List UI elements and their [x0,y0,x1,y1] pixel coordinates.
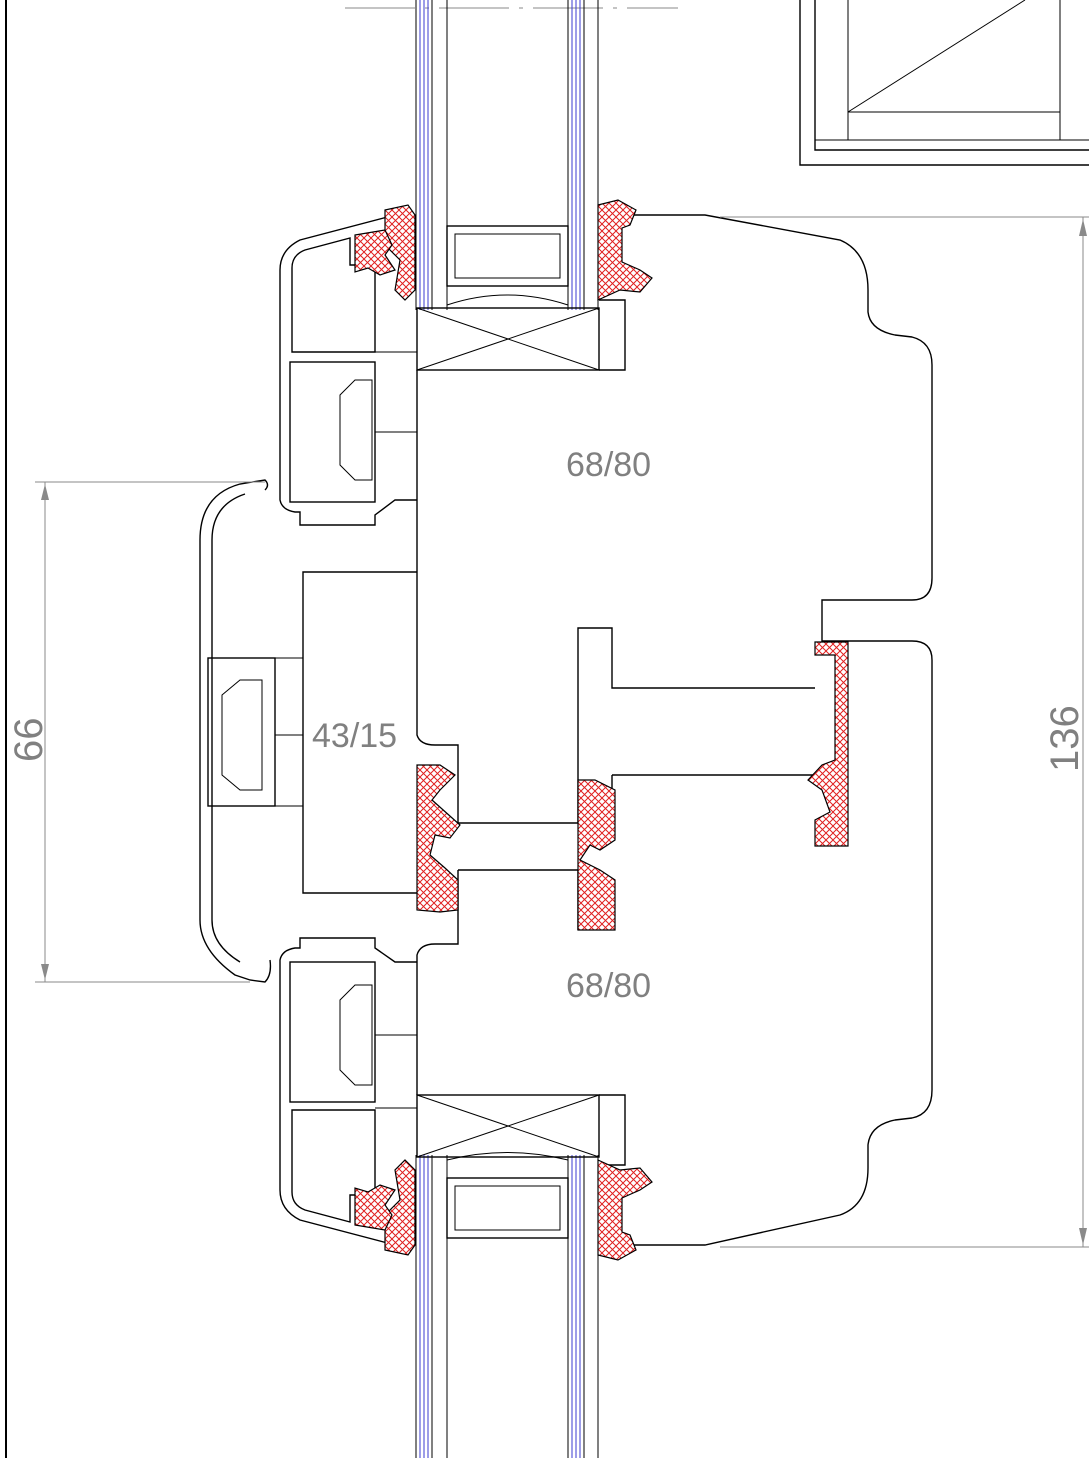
label-sash-top: 68/80 [566,446,651,484]
dimension-left [35,481,265,983]
clip-profile-top [279,214,417,526]
label-dimension-left: 66 [7,718,51,763]
gasket-mullion-left [416,764,461,913]
gasket-mullion-center [577,779,616,931]
gasket-glass-bottom-outer [354,1159,416,1256]
label-mullion: 43/15 [312,717,397,755]
gasket-glass-bottom-inner [597,1159,653,1261]
outer-cladding [199,479,303,983]
spacer-top [446,225,569,306]
clip-profile-bottom [279,937,417,1246]
gasket-glass-top-outer [354,204,416,301]
label-dimension-right: 136 [1043,705,1087,772]
inner-frame [275,571,417,894]
sash-profile [599,214,933,1246]
dimension-right [720,216,1089,1248]
glazing-block-bottom [416,1094,600,1158]
gasket-glass-top-inner [597,199,653,301]
spacer-bottom [446,1152,569,1239]
window-thumbnail [799,0,1089,166]
glazing-block-top [416,307,600,371]
label-sash-bottom: 68/80 [566,967,651,1005]
glass-bottom [415,1155,599,1458]
glass-top [415,0,599,310]
gasket-sash-stop [807,641,849,847]
